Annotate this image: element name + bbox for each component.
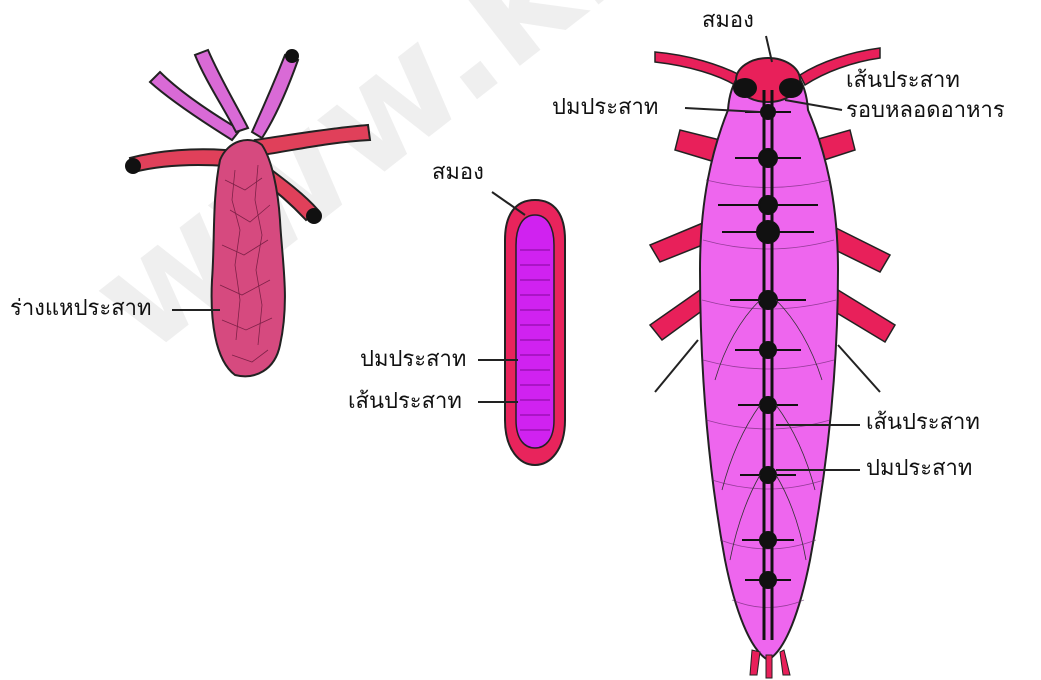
annelid-nerve-ring-label-line1: เส้นประสาท — [846, 68, 960, 94]
annelid-ganglion-top-label: ปมประสาท — [552, 95, 658, 121]
flatworm-brain-label: สมอง — [432, 160, 484, 186]
hydra-figure — [125, 49, 370, 376]
annelid-nerve-ring-label-line2: รอบหลอดอาหาร — [846, 98, 1005, 124]
flatworm-ganglion-label: ปมประสาท — [360, 347, 466, 373]
annelid-nerve-cord-label: เส้นประสาท — [866, 410, 980, 436]
hydra-nerve-net-label: ร่างแหประสาท — [10, 296, 151, 322]
annelid-ganglion-bottom-label: ปมประสาท — [866, 456, 972, 482]
annelid-brain-label: สมอง — [702, 8, 754, 34]
flatworm-nerve-label: เส้นประสาท — [348, 389, 462, 415]
flatworm-figure — [478, 192, 565, 465]
annelid-figure — [650, 36, 895, 678]
